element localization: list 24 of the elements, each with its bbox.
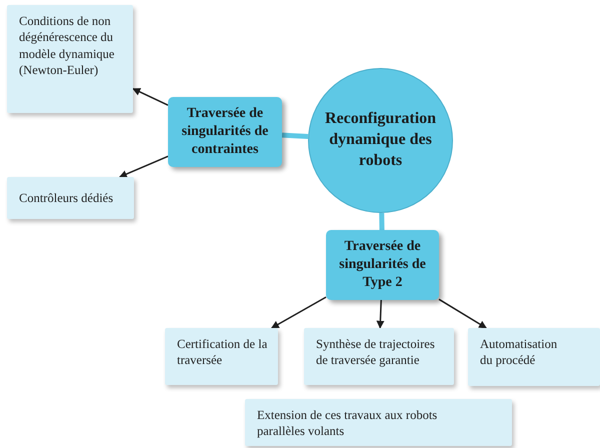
arrow <box>270 296 326 329</box>
node-text: Synthèse de trajectoires de traversée garantie <box>316 336 436 368</box>
arrow <box>376 300 384 329</box>
branch-box <box>168 97 282 167</box>
leaf-box <box>7 5 133 113</box>
connector-line <box>379 212 384 230</box>
node-text: Conditions de non dégénérescence du modèle dynamique (Newton-Euler) <box>19 13 115 78</box>
node-text: Traversée de singularités de Type 2 <box>338 238 427 292</box>
node-text: Extension de ces travaux aux robots parallèles volants <box>257 407 438 440</box>
arrow <box>438 298 487 329</box>
connector-line <box>282 132 308 140</box>
node-text: Contrôleurs dédiés <box>19 190 114 206</box>
leaf-box <box>245 399 512 446</box>
arrow <box>132 88 168 106</box>
leaf-box <box>304 328 454 385</box>
node-text: Automatisation du procédé <box>480 336 558 368</box>
node-text: Certification de la traversée <box>177 336 268 368</box>
node-text: Reconfiguration dynamique des robots <box>324 109 436 171</box>
branch-box <box>326 230 439 300</box>
arrow <box>118 156 168 178</box>
leaf-box <box>165 328 278 385</box>
leaf-box <box>7 177 134 219</box>
node-text: Traversée de singularités de contraintes <box>180 104 270 160</box>
leaf-box <box>468 328 600 386</box>
